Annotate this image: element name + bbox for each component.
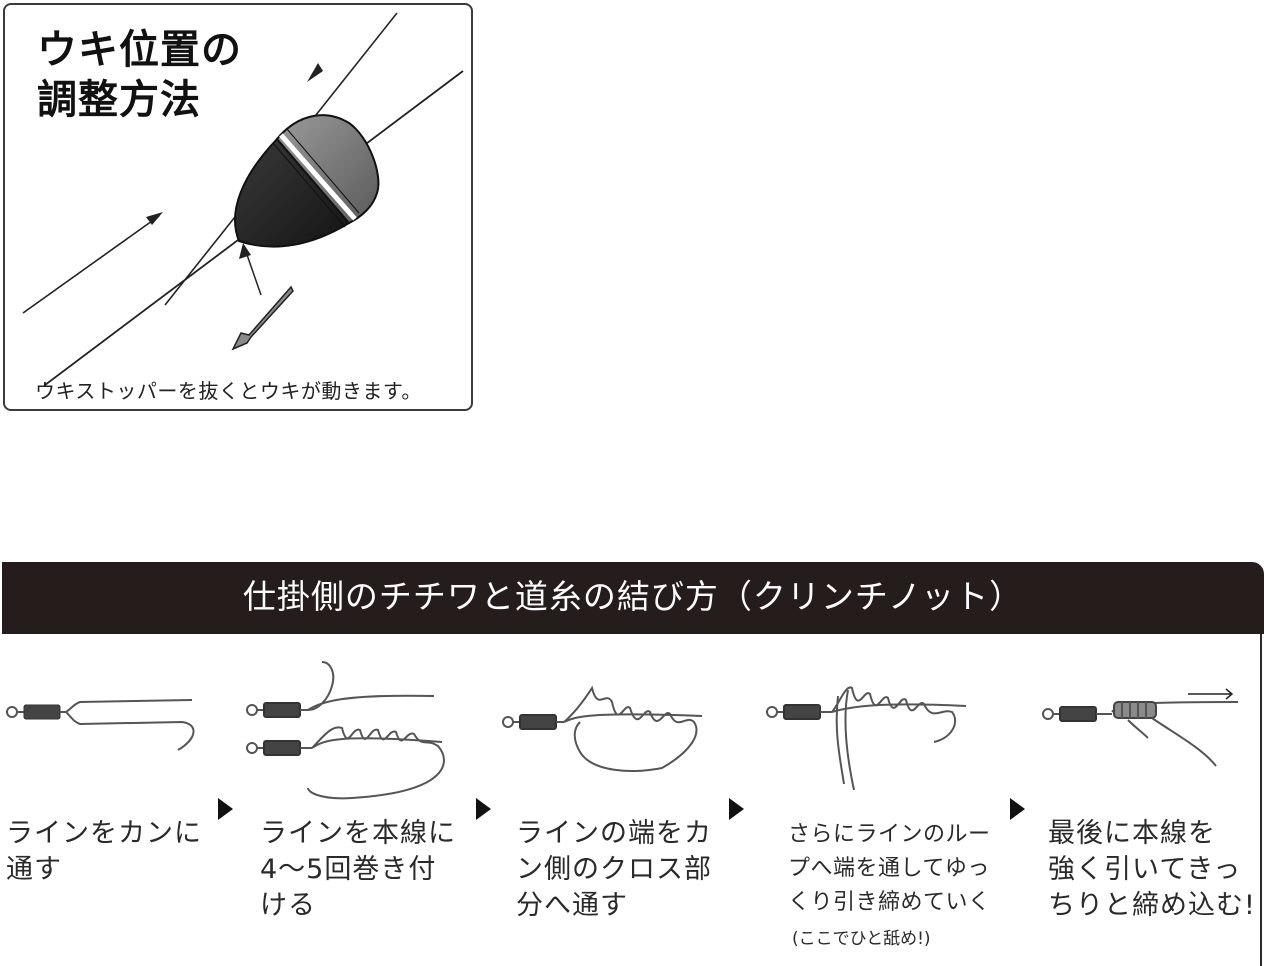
step1-line2: 通す bbox=[6, 854, 62, 885]
step5-line2: 強く引いてきっ bbox=[1048, 854, 1242, 885]
triangle-right-icon bbox=[729, 798, 744, 820]
step3-line3: 分へ通す bbox=[516, 890, 628, 921]
step2-text: ラインを本線に 4〜5回巻き付 ける bbox=[260, 816, 456, 924]
knot-panel: 仕掛側のチチワと道糸の結び方（クリンチノット） bbox=[2, 562, 1264, 966]
pointer-arrow-icon bbox=[239, 243, 251, 259]
pull-arrow-icon bbox=[1225, 688, 1234, 700]
pointer-line bbox=[244, 248, 262, 296]
step4-line1: さらにラインのルー bbox=[788, 822, 991, 847]
step3-illustration bbox=[502, 685, 703, 772]
float-title-line2: 調整方法 bbox=[37, 77, 201, 123]
step1-text: ラインをカンに 通す bbox=[6, 816, 202, 888]
knot-title: 仕掛側のチチワと道糸の結び方（クリンチノット） bbox=[242, 577, 1024, 616]
step5-illustration bbox=[1042, 688, 1239, 767]
panel-border bbox=[1260, 634, 1262, 966]
step2-line3: ける bbox=[260, 890, 316, 921]
step4-line3: くり引き締めていく bbox=[788, 890, 991, 915]
float-title-line1: ウキ位置の bbox=[37, 27, 242, 73]
step2-line1: ラインを本線に bbox=[260, 818, 456, 849]
step1-line1: ラインをカンに bbox=[6, 818, 202, 849]
step2-illustration bbox=[246, 661, 445, 800]
step3-line1: ラインの端をカ bbox=[516, 818, 712, 849]
step4-line2: プへ端を通してゆっ bbox=[788, 856, 990, 881]
step4-illustration bbox=[766, 686, 967, 791]
arrow-head-lower-icon bbox=[146, 212, 163, 225]
step5-text: 最後に本線を 強く引いてきっ ちりと締め込む! bbox=[1048, 816, 1256, 924]
step5-line3: ちりと締め込む! bbox=[1048, 890, 1256, 921]
arrow-line-lower bbox=[22, 215, 160, 314]
triangle-right-icon bbox=[218, 798, 233, 820]
step5-line1: 最後に本線を bbox=[1048, 818, 1216, 849]
stopper-icon bbox=[231, 285, 294, 351]
float-icon bbox=[234, 114, 380, 248]
step4-note: (ここでひと舐め!) bbox=[792, 929, 931, 949]
triangle-right-icon bbox=[1010, 798, 1025, 820]
float-panel-title: ウキ位置の 調整方法 bbox=[37, 25, 242, 125]
triangle-right-icon bbox=[476, 798, 491, 820]
float-adjust-panel: ウキ位置の 調整方法 ウキストッパーを抜くとウキが動きます。 bbox=[3, 3, 473, 411]
arrow-head-upper-icon bbox=[307, 63, 323, 82]
step3-text: ラインの端をカ ン側のクロス部 分へ通す bbox=[516, 816, 712, 924]
float-caption: ウキストッパーを抜くとウキが動きます。 bbox=[35, 379, 422, 403]
knot-illustrations bbox=[6, 661, 1239, 800]
step3-line2: ン側のクロス部 bbox=[516, 854, 712, 885]
step2-line2: 4〜5回巻き付 bbox=[260, 854, 437, 885]
step4-text: さらにラインのルー プへ端を通してゆっ くり引き締めていく bbox=[788, 818, 991, 920]
knot-header: 仕掛側のチチワと道糸の結び方（クリンチノット） bbox=[2, 562, 1264, 634]
float-diagram bbox=[22, 12, 464, 386]
step1-illustration bbox=[6, 699, 195, 751]
